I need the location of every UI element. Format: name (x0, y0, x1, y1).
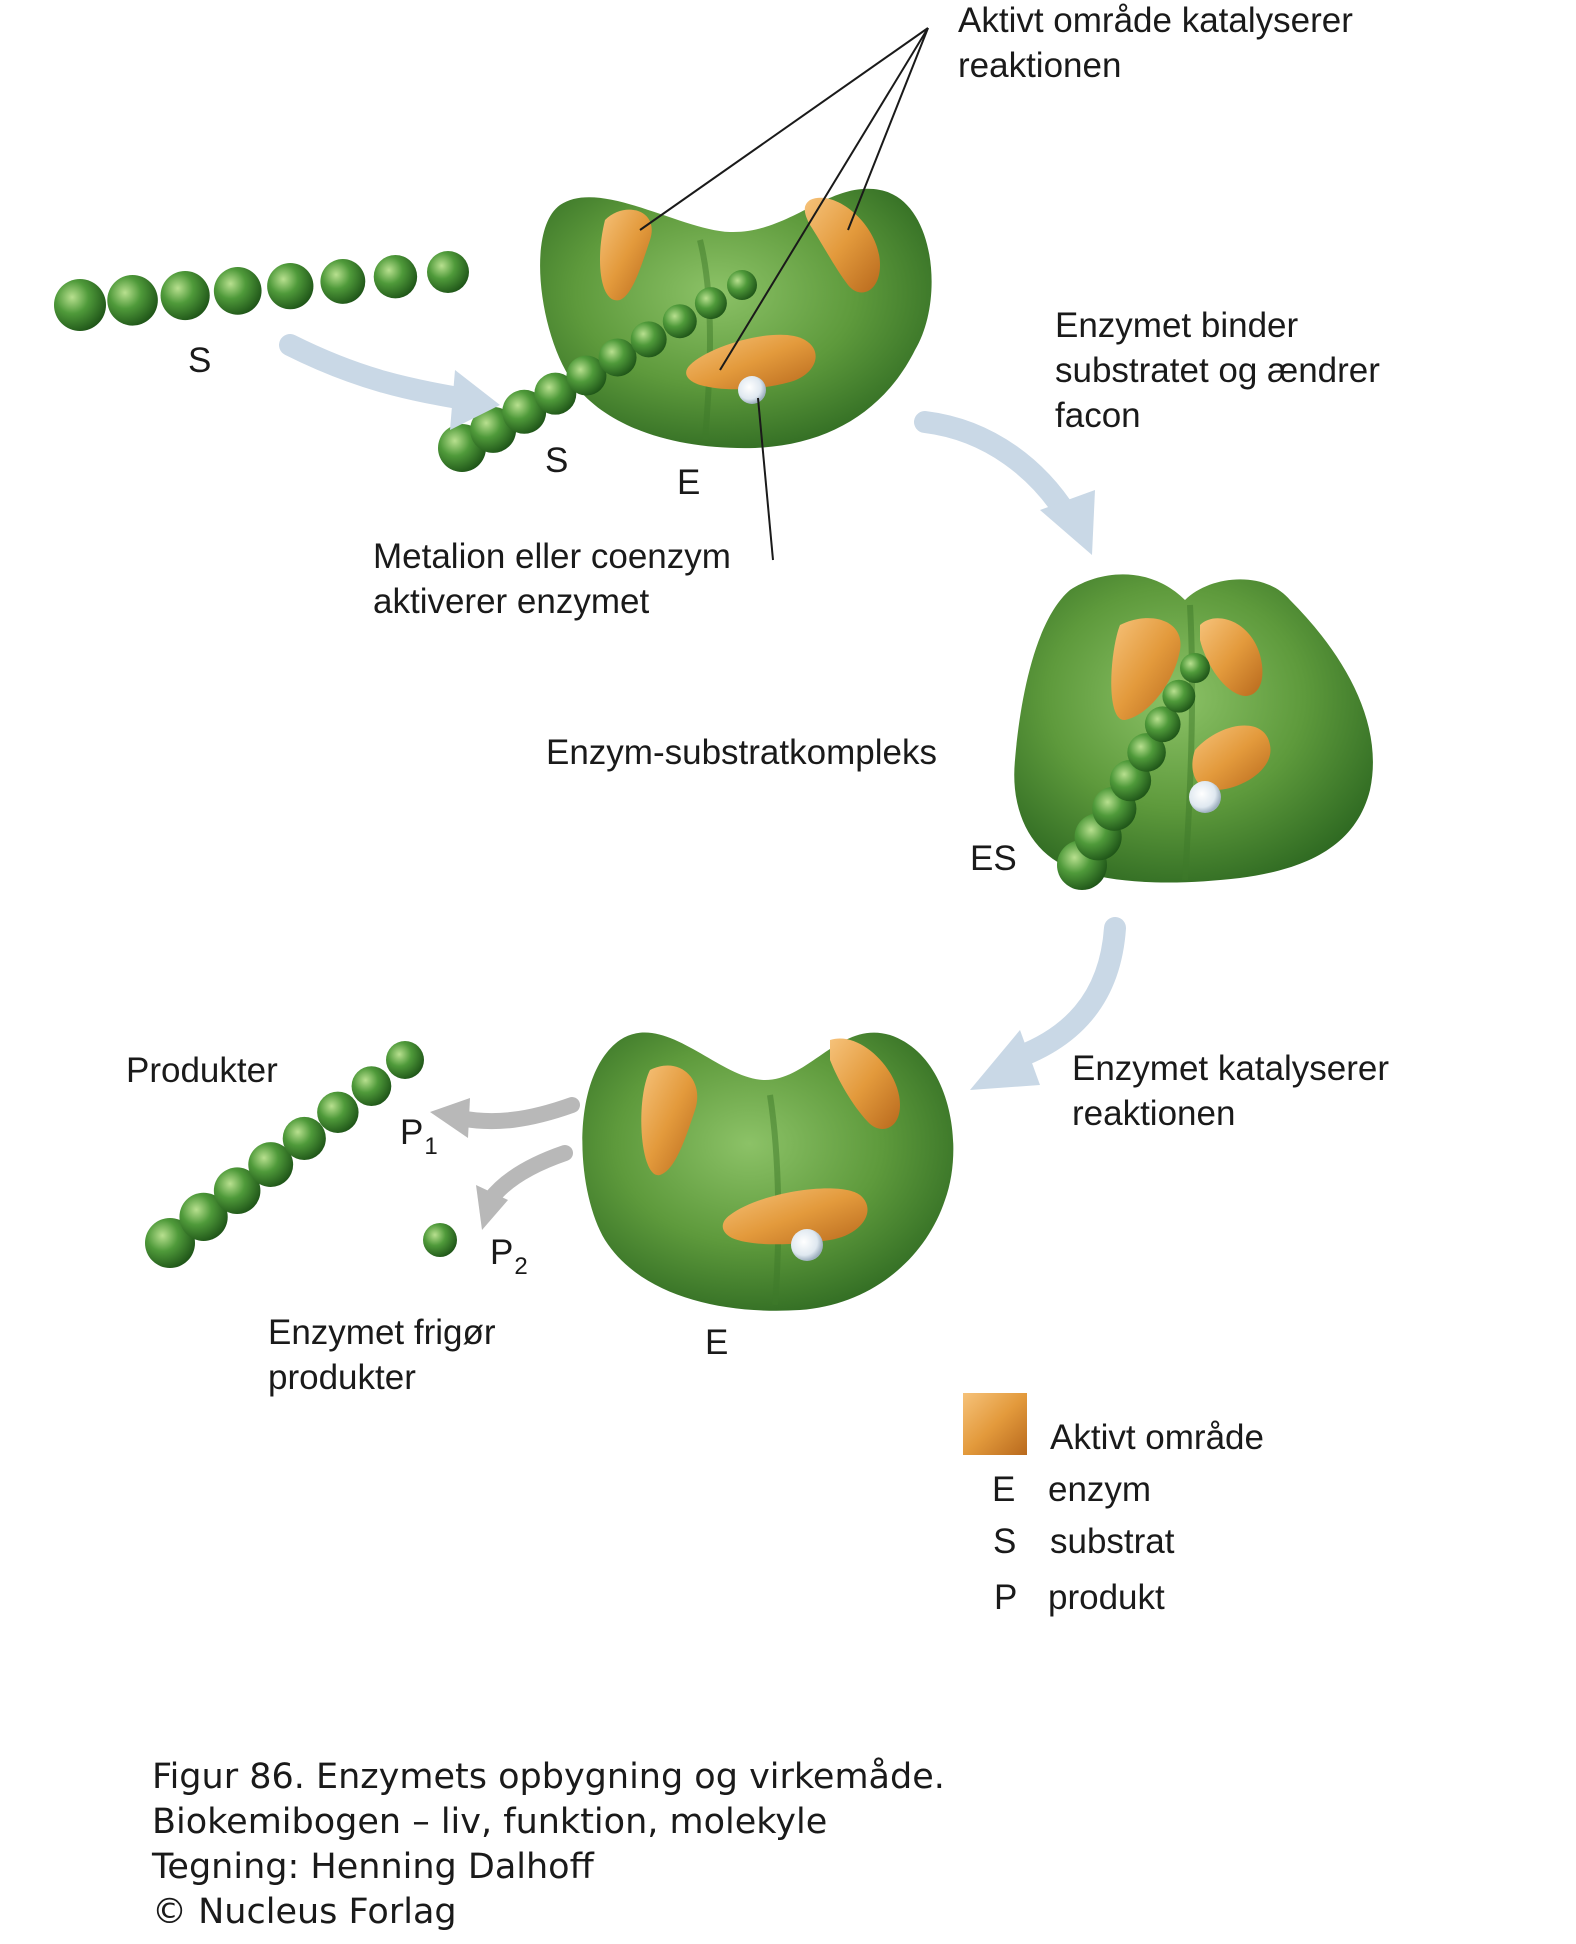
legend-text-enzyme: enzym (1048, 1470, 1152, 1509)
complex-tag-label: ES (970, 839, 1017, 878)
legend-key-p: P (994, 1578, 1018, 1617)
substrate-free-chain-bead (107, 275, 158, 326)
bead-chains (54, 251, 1210, 1268)
arrow-to-enzyme (279, 334, 500, 430)
legend-text-product: produkt (1048, 1578, 1165, 1617)
arrow-binding (914, 411, 1095, 555)
substrate-bound-chain-bead (630, 321, 667, 358)
callout-active-site-lines (639, 27, 929, 371)
active-site-middle-bottom (1192, 725, 1271, 790)
product1-chain-bead (317, 1091, 359, 1134)
substrate-free-chain-bead (373, 255, 418, 299)
substrate-free-chain-bead (213, 267, 262, 315)
substrate-complex-chain-bead (1144, 706, 1181, 743)
substrate-bound-chain-bead (662, 304, 697, 339)
arrow-catalysis (970, 917, 1126, 1090)
substrate-bound-chain-bead (694, 287, 727, 320)
substrate-bound-chain-bead (566, 355, 607, 396)
product1-chain-bead (386, 1041, 424, 1079)
substrate-bound-chain (438, 270, 757, 472)
caption-line-illustrator: Tegning: Henning Dalhoff (152, 1847, 594, 1887)
product1-chain-bead (282, 1116, 326, 1160)
complex-name-label: Enzym-substratkompleks (546, 733, 937, 772)
active-site-bottom-bottom (722, 1188, 868, 1245)
product2-bead-bead (423, 1223, 457, 1257)
substrate-bound-chain-bead (598, 338, 637, 377)
substrate-bound-chain-bead (502, 389, 547, 434)
substrate-free-chain-bead (54, 279, 106, 331)
substrate-bound-chain-bead (534, 372, 577, 415)
substrate-complex-chain-bead (1127, 733, 1166, 772)
active-site-top-left (600, 209, 652, 301)
substrate-bound-chain-bead (727, 270, 757, 300)
active-site-callout-label: Aktivt område katalyserer reaktionen (958, 1, 1353, 85)
product2-bead (423, 1223, 457, 1257)
active-site-top-right (804, 197, 880, 293)
enzyme-top-label: E (677, 463, 701, 502)
active-site-middle-right (1200, 618, 1263, 696)
callout-cofactor-line (757, 397, 774, 561)
product1-chain-bead (145, 1218, 195, 1268)
product1-chain-bead (248, 1142, 294, 1187)
legend-text-substrate: substrat (1050, 1522, 1175, 1561)
product1-chain-bead (213, 1167, 261, 1214)
substrate-free-chain-bead (160, 271, 210, 321)
active-site-middle-left (1111, 618, 1181, 721)
substrate-free-chain (54, 251, 469, 331)
active-site-bottom-right (830, 1038, 900, 1129)
cofactor-bottom (791, 1229, 823, 1261)
product1-label: P1 (400, 1113, 438, 1160)
substrate-free-chain-bead (320, 259, 366, 304)
product1-chain-bead (179, 1192, 228, 1242)
arrow-release-p2 (476, 1145, 573, 1230)
substrate-free-chain-bead (427, 251, 469, 293)
cofactor-top (738, 376, 766, 404)
release-step-label: Enzymet frigør produkter (268, 1313, 496, 1397)
catalysis-step-label: Enzymet katalyserer reaktionen (1072, 1049, 1390, 1133)
legend-key-s: S (993, 1522, 1017, 1561)
substrate-complex-chain (1057, 653, 1210, 890)
enzyme-bottom (582, 1032, 954, 1311)
caption-line-title: Figur 86. Enzymets opbygning og virkemåd… (152, 1757, 945, 1797)
product2-label: P2 (490, 1233, 528, 1280)
enzyme-middle (1014, 574, 1373, 883)
substrate-complex-chain-bead (1180, 653, 1210, 683)
product1-chain (145, 1041, 424, 1268)
active-site-bottom-left (641, 1065, 698, 1176)
cofactor-middle (1189, 781, 1221, 813)
substrate-chain-label: S (188, 341, 212, 380)
active-site-top-bottom (686, 334, 816, 390)
substrate-free-chain-bead (267, 263, 314, 310)
caption-line-copyright: © Nucleus Forlag (152, 1892, 457, 1932)
arrow-release-p1 (430, 1097, 580, 1138)
enzyme-top (540, 188, 932, 449)
legend-text-active-site: Aktivt område (1050, 1418, 1264, 1457)
caption-line-book: Biokemibogen – liv, funktion, molekyle (152, 1802, 828, 1842)
products-title-label: Produkter (126, 1051, 278, 1090)
binding-step-label: Enzymet binder substratet og ændrer faco… (1055, 306, 1380, 435)
cofactor-label: Metalion eller coenzym aktiverer enzymet (373, 537, 731, 621)
legend-key-e: E (992, 1470, 1016, 1509)
legend-swatch-active-site (963, 1393, 1027, 1455)
substrate-bound-label: S (545, 441, 569, 480)
figure-caption: Figur 86. Enzymets opbygning og virkemåd… (152, 1755, 945, 1935)
product1-chain-bead (351, 1066, 392, 1106)
substrate-complex-chain-bead (1162, 679, 1196, 713)
enzyme-bottom-label: E (705, 1323, 729, 1362)
